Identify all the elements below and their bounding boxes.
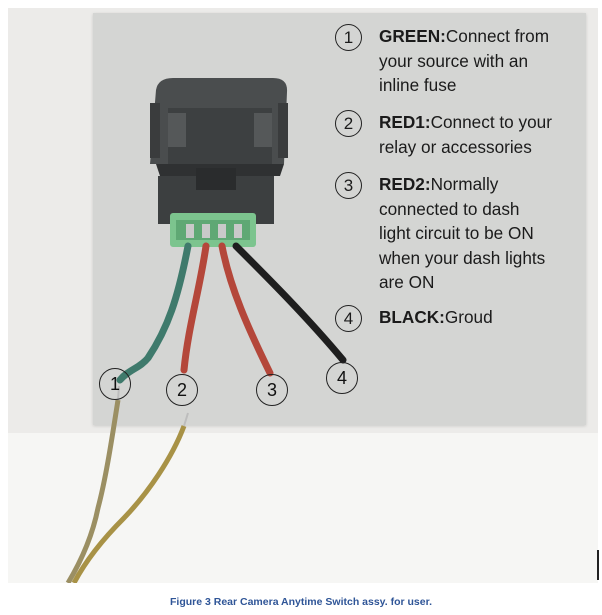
red1-line-2: relay or accessories — [379, 136, 532, 157]
wire-label-3: 3 — [256, 374, 288, 406]
red2-line-1: Normally — [430, 174, 499, 194]
red1-line-1: Connect to your — [430, 112, 552, 132]
red1-wire — [180, 242, 210, 374]
product-photo: 1 GREEN:Connect from your source with an… — [8, 8, 598, 583]
red2-label: RED2: — [379, 174, 431, 194]
green-line-3: inline fuse — [379, 75, 457, 95]
step-number-1: 1 — [335, 24, 362, 51]
step-number-4: 4 — [335, 305, 362, 332]
red2-line-5: are ON — [379, 272, 435, 292]
photo-edge-line — [597, 550, 599, 580]
red2-line-2: connected to dash — [379, 198, 520, 219]
red2-line-3: light circuit to be ON — [379, 223, 534, 243]
instruction-item-red1: 2 RED1:Connect to your relay or accessor… — [335, 110, 580, 159]
black-wire — [232, 242, 347, 364]
figure-caption: Figure 3 Rear Camera Anytime Switch assy… — [169, 596, 433, 608]
wire-label-1: 1 — [99, 368, 131, 400]
switch-wiring-drawing — [65, 78, 347, 583]
instruction-item-green: 1 GREEN:Connect from your source with an… — [335, 24, 580, 98]
step-number-2: 2 — [335, 110, 362, 137]
connector-icon — [170, 213, 256, 247]
stripped-wire-1 — [65, 399, 121, 583]
green-line-1: Connect from — [445, 26, 550, 46]
black-label: BLACK: — [379, 307, 445, 327]
wire-label-4: 4 — [326, 362, 358, 394]
red1-label: RED1: — [379, 112, 431, 132]
red2-line-4: when your dash lights — [379, 247, 546, 268]
green-wire — [116, 242, 192, 384]
green-line-2: your source with an — [379, 50, 529, 71]
wire-label-2: 2 — [166, 374, 198, 406]
instruction-item-black: 4 BLACK:Groud — [335, 305, 580, 332]
green-label: GREEN: — [379, 26, 446, 46]
black-line-1: Groud — [444, 307, 493, 327]
switch-icon — [150, 78, 288, 224]
instruction-item-red2: 3 RED2:Normally connected to dash light … — [335, 172, 580, 295]
red2-wire — [218, 242, 274, 377]
stripped-wire-2 — [71, 425, 187, 583]
step-number-3: 3 — [335, 172, 362, 199]
